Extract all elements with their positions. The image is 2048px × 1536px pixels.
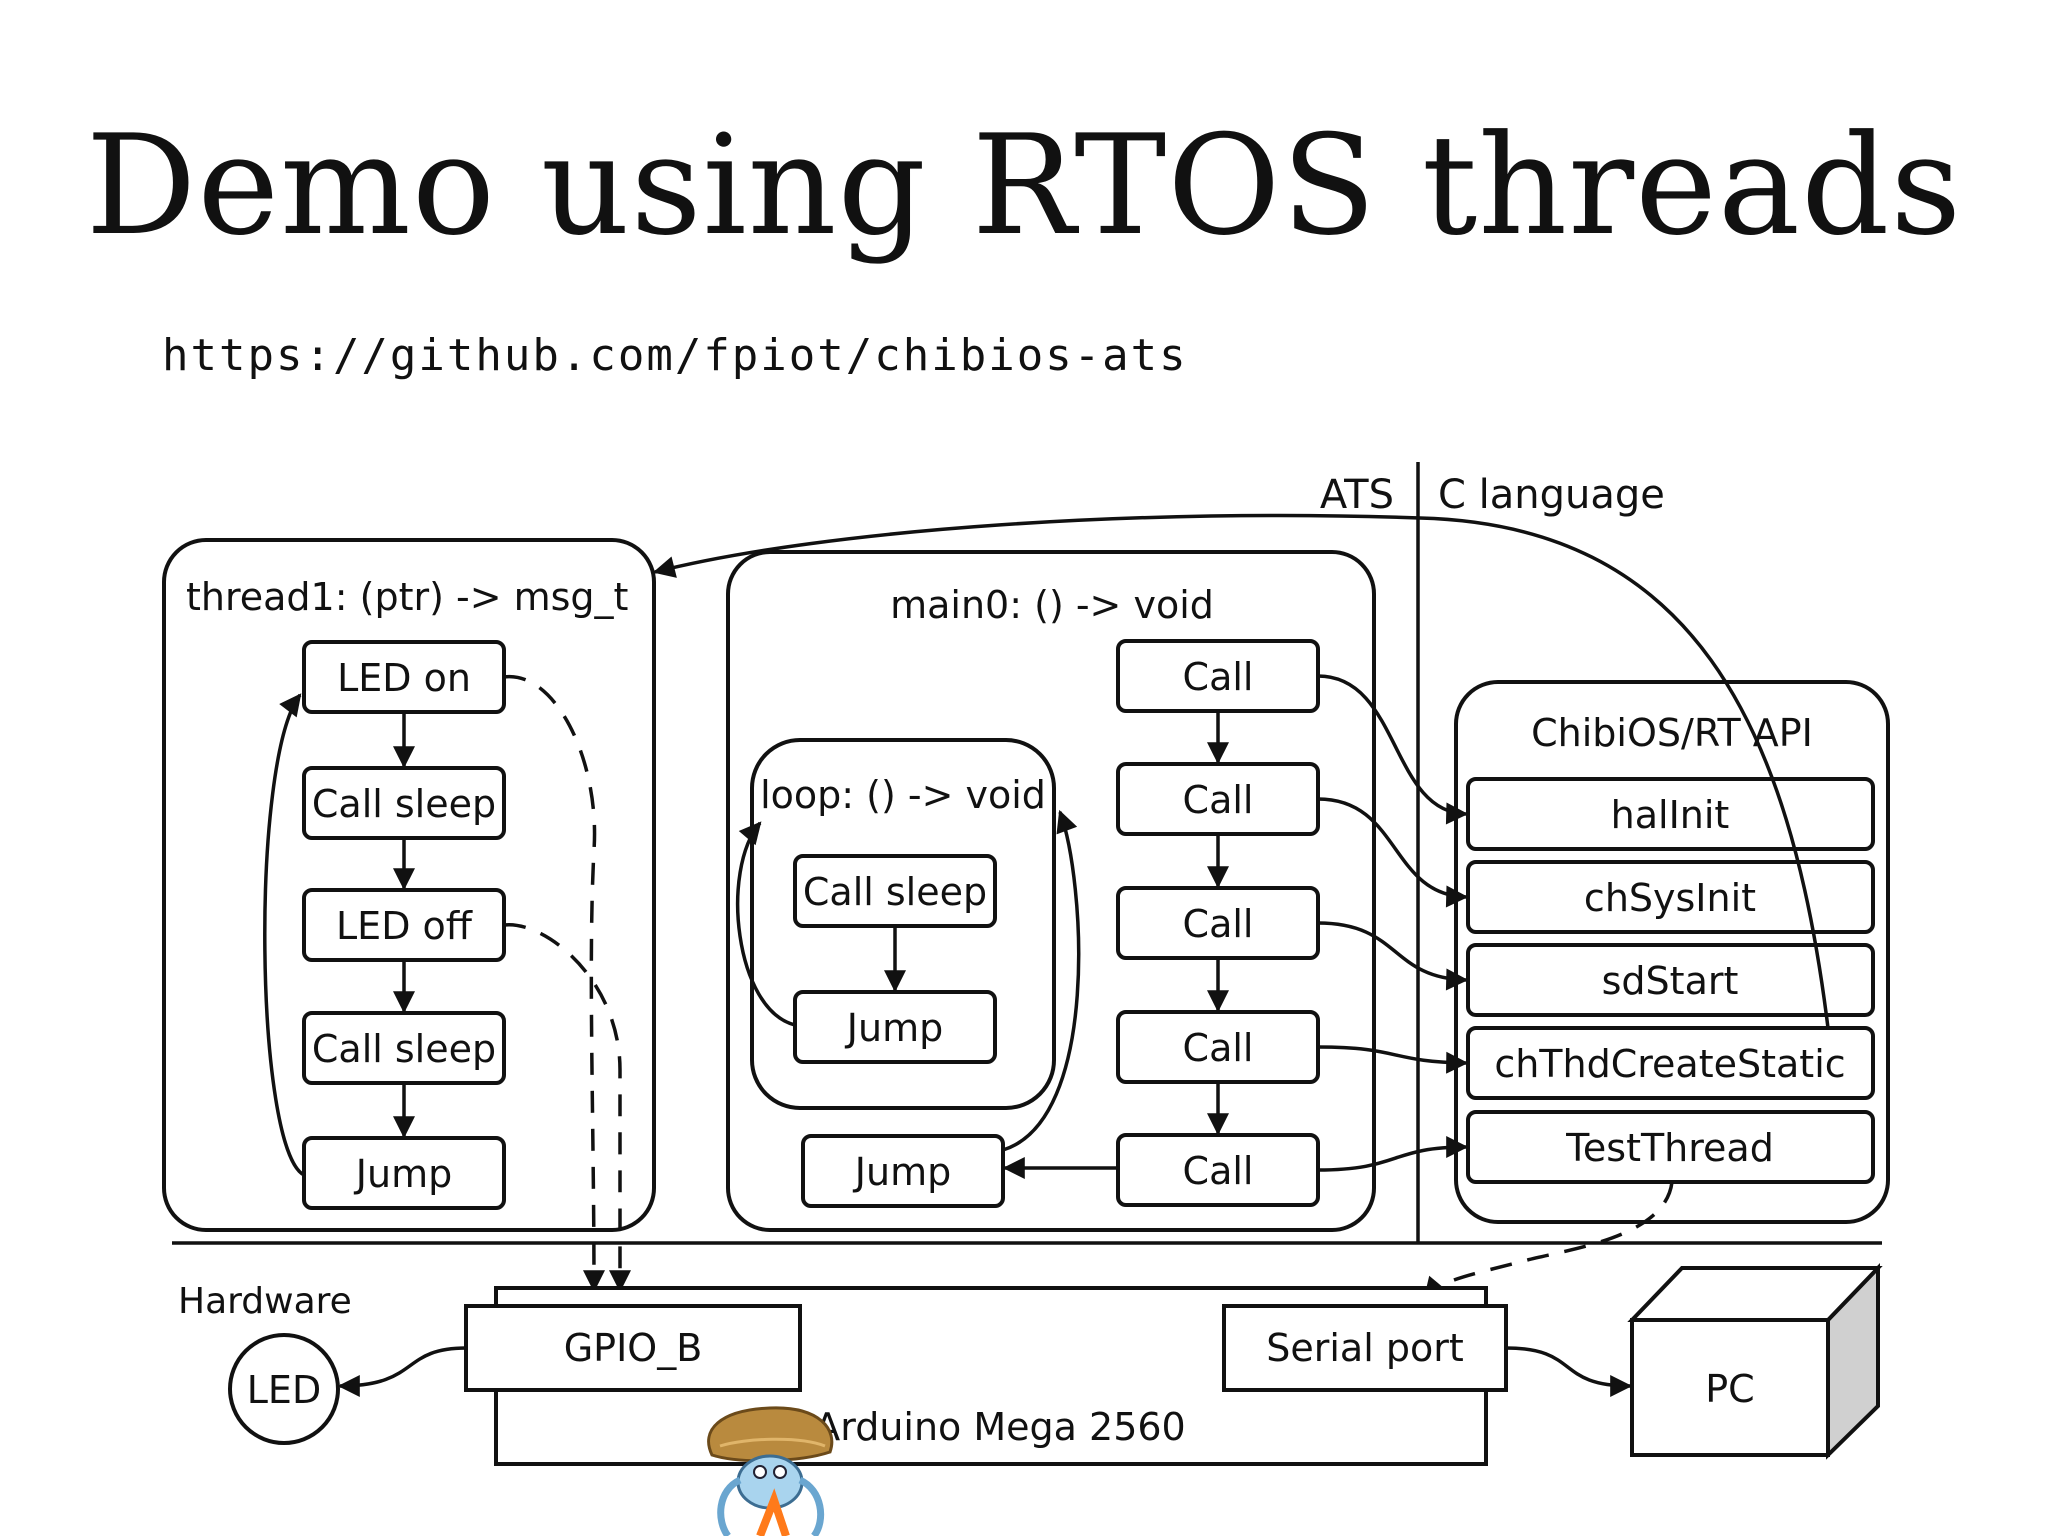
thread1-panel — [162, 538, 656, 1232]
thread1-step-label: Call sleep — [312, 1027, 496, 1071]
api-item-label: TestThread — [1565, 1126, 1774, 1170]
thread1-title: thread1: (ptr) -> msg_t — [186, 575, 628, 619]
ats-mascot-icon — [707, 1406, 834, 1536]
repo-url[interactable]: https://github.com/fpiot/chibios-ats — [162, 330, 1188, 381]
arduino-board-label: Arduino Mega 2560 — [814, 1405, 1185, 1449]
main0-call-label: Call — [1183, 1026, 1254, 1070]
loop-step-label: Jump — [845, 1006, 943, 1050]
led-arrow — [337, 1346, 467, 1397]
loop-title: loop: () -> void — [760, 773, 1046, 817]
gpio-box — [464, 1304, 802, 1392]
loop-back-arrow — [736, 821, 796, 1027]
serial-port-label: Serial port — [1266, 1326, 1464, 1370]
thread1-step-label: LED off — [336, 904, 473, 948]
region-hardware-label: Hardware — [178, 1281, 352, 1322]
slide-title: Demo using RTOS threads — [85, 105, 1963, 266]
main0-jump-label: Jump — [853, 1150, 951, 1194]
api-call-arrow — [1317, 1045, 1469, 1074]
chibios-api-panel — [1454, 680, 1890, 1224]
api-item-label: chSysInit — [1584, 876, 1756, 920]
thread1-loop-arrow — [263, 693, 305, 1177]
api-item-label: chThdCreateStatic — [1494, 1042, 1845, 1086]
create-thread-arrow — [652, 513, 1830, 1029]
region-ats-label: ATS — [1320, 472, 1394, 518]
main0-call-label: Call — [1183, 902, 1254, 946]
pc-arrow — [1505, 1346, 1633, 1397]
led-label: LED — [247, 1368, 321, 1412]
main0-title: main0: () -> void — [890, 583, 1214, 627]
api-item-label: sdStart — [1602, 959, 1739, 1003]
region-c-label: C language — [1438, 472, 1665, 518]
gpio-access-arrow — [503, 923, 631, 1293]
loop-step-label: Call sleep — [803, 870, 987, 914]
main0-panel — [726, 550, 1376, 1232]
main0-call-label: Call — [1183, 1149, 1254, 1193]
main0-call-label: Call — [1183, 778, 1254, 822]
thread1-step-label: Jump — [354, 1152, 452, 1196]
main-jump-back-arrow — [1002, 809, 1081, 1152]
api-item-label: halInit — [1611, 793, 1730, 837]
serial-port-box — [1222, 1304, 1508, 1392]
chibios-api-title: ChibiOS/RT API — [1531, 711, 1813, 755]
gpio-access-arrow — [503, 675, 605, 1293]
main0-call-label: Call — [1183, 655, 1254, 699]
thread1-step-label: Call sleep — [312, 782, 496, 826]
loop-panel — [750, 738, 1056, 1110]
gpio-label: GPIO_B — [564, 1326, 703, 1370]
serial-access-arrow — [1423, 1181, 1674, 1300]
api-call-arrow — [1317, 674, 1469, 825]
api-call-arrow — [1317, 921, 1469, 991]
thread1-step-label: LED on — [337, 656, 471, 700]
pc-label: PC — [1705, 1367, 1754, 1411]
api-call-arrow — [1317, 797, 1469, 908]
api-call-arrow — [1317, 1136, 1469, 1172]
pc-box — [1630, 1318, 1830, 1457]
